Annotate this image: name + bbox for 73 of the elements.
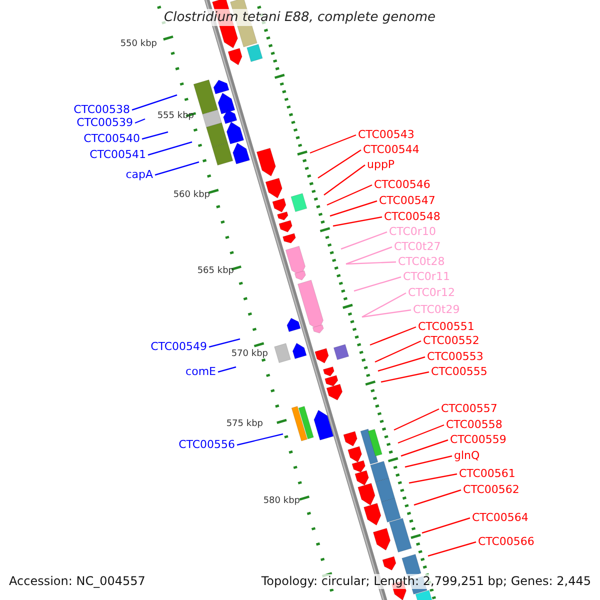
leader-line — [398, 424, 444, 444]
leader-line — [236, 433, 284, 446]
gene-label: CTC00553 — [427, 350, 484, 364]
scale-label: 575 kbp — [226, 419, 263, 430]
leader-line — [318, 150, 362, 178]
gene-label: CTC0r12 — [408, 286, 455, 300]
scale-label: 565 kbp — [197, 266, 234, 277]
scale-label: 580 kbp — [263, 496, 300, 507]
leader-line — [326, 184, 372, 206]
scale-label: 550 kbp — [120, 39, 157, 50]
leader-line — [414, 489, 462, 506]
scale-label: 560 kbp — [173, 190, 210, 201]
gene-label: CTC00538 — [74, 103, 130, 117]
gene-label: CTC0t27 — [394, 240, 441, 254]
gene-label: CTC00540 — [84, 132, 140, 146]
gene-label: CTC00561 — [459, 467, 516, 481]
gene-label: CTC0t28 — [398, 255, 445, 269]
leader-line — [340, 231, 388, 250]
gene-label: CTC00555 — [431, 365, 488, 379]
leader-line — [374, 340, 422, 363]
gene-label: CTC00564 — [472, 511, 528, 525]
gene-label: CTC00562 — [463, 483, 520, 497]
gene-label: CTC00541 — [90, 148, 146, 162]
gene-label: CTC00566 — [478, 535, 534, 549]
leader-line — [400, 439, 448, 457]
leader-line — [346, 246, 392, 265]
leader-line — [346, 261, 396, 265]
gene-label: CTC00552 — [423, 334, 480, 348]
leader-line — [332, 216, 382, 227]
leader-line — [362, 292, 406, 318]
gene-label: CTC0r11 — [403, 270, 450, 284]
leader-line — [380, 371, 430, 383]
leader-line — [330, 200, 378, 217]
leader-line — [148, 141, 192, 156]
leader-line — [378, 356, 426, 372]
gene-label: CTC0t29 — [413, 303, 460, 317]
gene-label: CTC00557 — [441, 402, 498, 416]
gene-label: uppP — [367, 158, 395, 172]
leader-line — [208, 338, 240, 348]
gene-label: comE — [186, 365, 216, 379]
gene-label: CTC00548 — [384, 210, 440, 224]
gene-label: CTC00547 — [379, 194, 436, 208]
leader-line — [422, 517, 470, 534]
leader-line — [134, 118, 146, 124]
leader-line — [428, 541, 476, 557]
gene-label: CTC0r10 — [389, 225, 436, 239]
leader-line — [132, 94, 178, 111]
gene-label: glnQ — [454, 449, 480, 463]
footer-text: Topology: circular; Length: 2,799,251 bp; Genes: 2,445 — [261, 574, 591, 589]
gene-label: CTC00549 — [150, 340, 207, 354]
footer-text: Accession: NC_004557 — [9, 574, 146, 589]
gene-label: CTC00558 — [446, 418, 502, 432]
gene-label: CTC00559 — [450, 433, 506, 447]
gene-label: CTC00544 — [363, 143, 420, 157]
leader-line — [370, 326, 416, 346]
leader-line — [362, 309, 412, 318]
leader-line — [394, 408, 440, 431]
scale-label: 555 kbp — [157, 111, 194, 122]
gene-label: CTC00543 — [358, 128, 414, 142]
gene-label: CTC00546 — [374, 178, 430, 192]
leader-line — [154, 161, 200, 176]
gene-label: CTC00556 — [178, 438, 235, 452]
gene-label: CTC00539 — [76, 116, 133, 130]
leader-line — [354, 276, 402, 292]
leader-line — [408, 473, 458, 484]
leader-line — [324, 164, 366, 196]
gene-label: capA — [126, 168, 153, 182]
leader-line — [310, 134, 356, 154]
leader-line — [142, 131, 168, 140]
scale-label: 570 kbp — [231, 349, 268, 360]
leader-line — [218, 366, 236, 373]
gene-label: CTC00551 — [418, 320, 474, 334]
leader-line — [404, 455, 452, 468]
